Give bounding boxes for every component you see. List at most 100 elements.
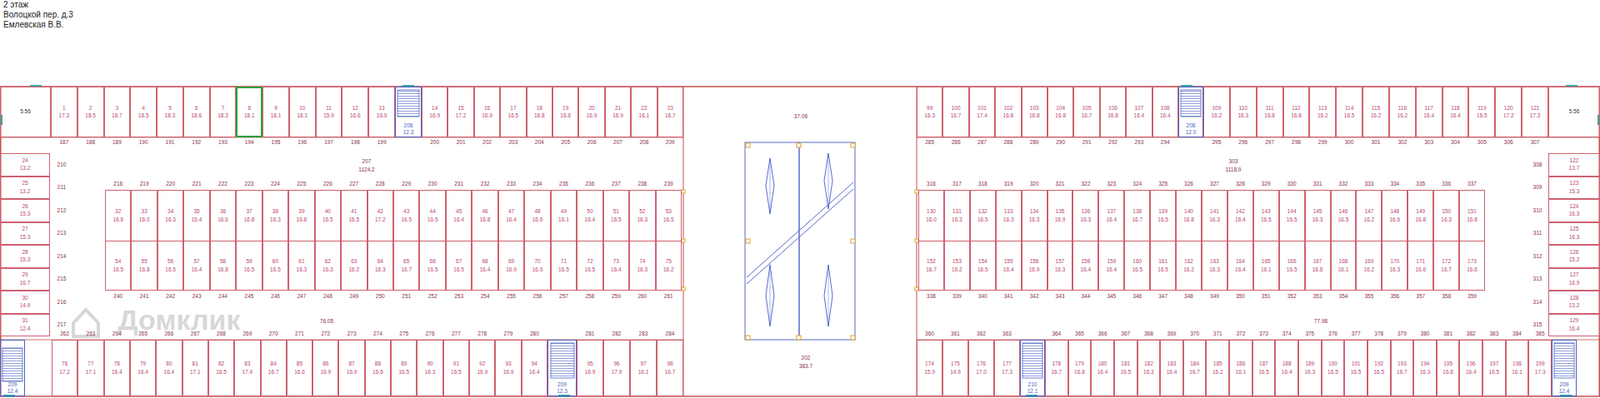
room-area: 16.8 [1290,113,1302,120]
room-number: 187 [1259,361,1269,368]
room-number: 83 [244,361,250,368]
room-box: 12213.7 [1548,153,1600,177]
room-number: 135 [1055,209,1065,215]
room-number: 49 [560,209,567,215]
header-text: Емлевская В.В. [3,20,64,30]
corridor-number: 228 [375,181,385,188]
room-area: 13.2 [1569,303,1580,310]
room-number: 71 [560,259,567,265]
room-box: 19416.3 [1413,340,1437,397]
corridor-number: 208 [639,140,649,146]
room-number: 177 [1002,361,1012,368]
room-number: 118 [1450,105,1460,112]
corridor-number: 336 [1441,181,1451,188]
room-number: 85 [296,361,303,368]
corridor-number: 304 [1450,140,1460,146]
room-area: 16.5 [1157,267,1169,274]
room-box: 8816.6 [365,340,391,397]
corridor-number: 291 [1082,140,1092,146]
room-number: 129 [1570,318,1580,325]
corridor-number: 383.7 [799,364,813,370]
corridor-number: 357 [1415,294,1425,300]
room-area: 16.9 [585,370,596,376]
room-area: 16.8 [1074,370,1085,376]
room-area: 16.8 [1264,113,1275,120]
room-area: 17.2 [1503,113,1515,120]
room-area: 16.4 [191,217,203,224]
corridor-number: 292 [1108,140,1118,146]
room-number: 198 [1512,361,1522,368]
room-number: 98 [666,361,673,368]
room-area: 16.4 [1281,370,1293,376]
corridor-number: 249 [349,294,359,300]
corridor-number: 236 [585,181,595,188]
room-area: 16.4 [1097,370,1109,376]
room-box: 7816.4 [104,340,130,397]
room-box: 13216.5 [970,190,996,242]
room-number: 96 [613,361,620,368]
room-number: 3 [115,105,120,112]
room-area: 16.9 [320,370,331,376]
corridor-number: 205 [560,140,570,146]
room-box: 17717.3 [994,340,1020,397]
room-area: 16.8 [1003,113,1015,120]
room-box: 5316.5 [655,190,682,242]
corridor-number: 293 [1134,140,1144,146]
room-area: 16.6 [1389,217,1400,224]
corridor-number: 219 [140,181,150,188]
room-box: 11416.5 [1335,86,1363,138]
room-number: 12 [352,105,359,112]
room-area: 16.3 [165,217,176,224]
room-box: 14116.3 [1201,190,1228,242]
room-number: 54 [115,259,121,265]
room-number: 186 [1235,361,1245,368]
room-box: 14016.8 [1175,190,1202,242]
room-number: 145 [1313,209,1323,215]
room-number: 116 [1398,105,1407,112]
corridor-number: 340 [978,294,988,300]
corridor-number: 315 [1533,322,1543,329]
room-number: 68 [481,259,488,265]
room-area: 16.3 [1143,370,1155,376]
room-area: 16.9 [476,370,488,376]
room-number: 119 [1477,105,1486,112]
room-box: 14516.3 [1305,190,1331,242]
room-number: 40 [325,209,331,215]
corridor-number: 368 [1144,331,1154,338]
room-area: 16.4 [1134,113,1145,120]
corridor-number: 322 [1080,181,1090,188]
corridor-number: 213 [57,230,67,237]
room-area: 16.2 [1317,113,1329,120]
corridor-number: 323 [1106,181,1116,188]
room-area: 16.4 [529,370,540,376]
room-number: 47 [508,209,515,215]
room-box: 2815.3 [0,245,50,269]
room-number: 100 [951,105,961,112]
room-area: 16.1 [638,370,650,376]
room-number: 61 [298,259,305,265]
room-box: 13516.9 [1047,190,1074,242]
corridor-number: 260 [637,294,647,300]
corridor-number: 240 [113,294,123,300]
room-number: 124 [1570,204,1580,210]
room-box: 9016.3 [416,340,443,397]
room-number: 65 [403,259,410,265]
room-number: 81 [192,361,199,368]
room-area: 16.5 [1476,113,1488,120]
corridor-number: 320 [1030,181,1040,188]
room-number: 63 [350,259,357,265]
room-number: 183 [1167,361,1177,368]
room-box: 15416.5 [970,240,996,291]
corridor-number: 244 [218,294,228,300]
room-box: 15716.3 [1047,240,1074,291]
corridor-number: 232 [480,181,490,188]
room-box: 4916.1 [550,190,577,242]
room-area: 12.0 [1185,130,1198,136]
corridor-number: 362 [976,331,986,338]
room-box: 5916.5 [235,240,262,291]
room-box: 19116.5 [1344,340,1368,397]
room-number: 58 [220,259,226,265]
room-number: 170 [1390,259,1400,265]
corridor-number: 207 [362,159,372,165]
